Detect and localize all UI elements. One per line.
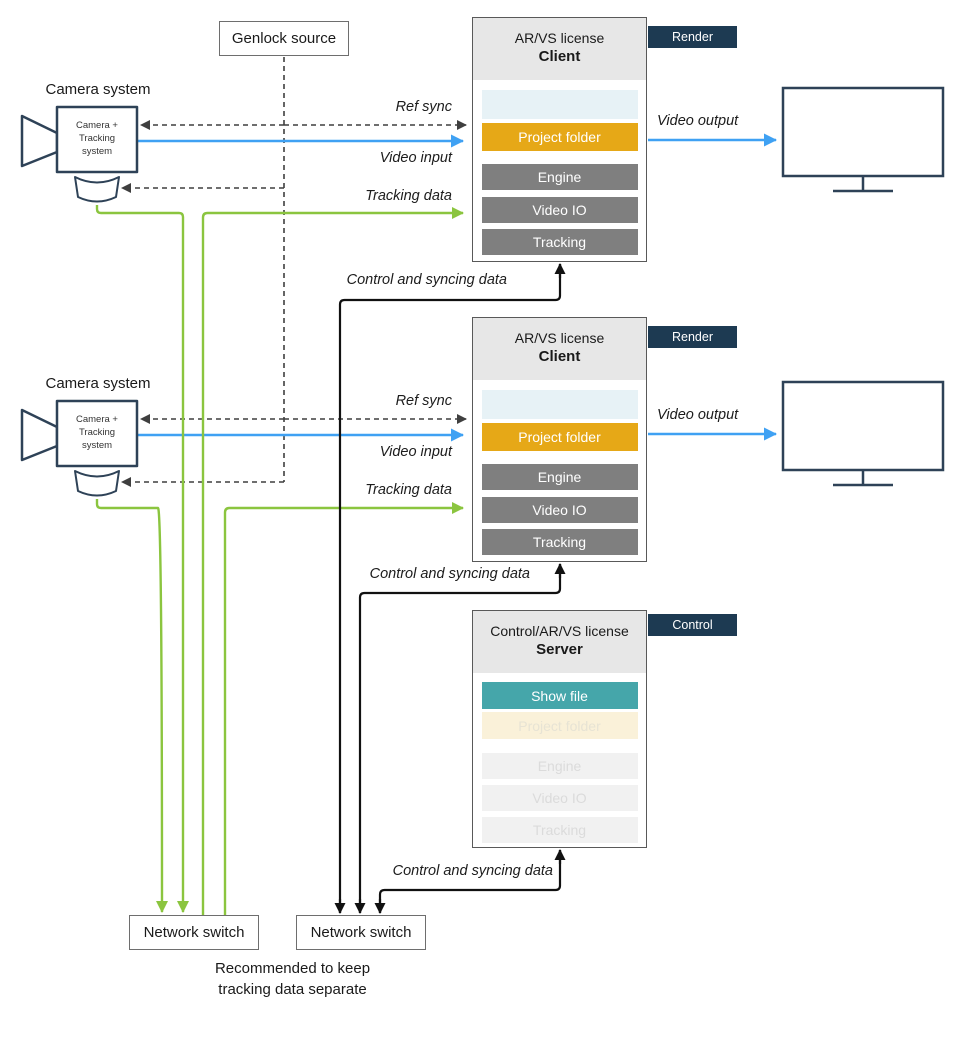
monitor-icon-1 <box>781 86 945 193</box>
tracking-data-label-1: Tracking data <box>365 188 452 204</box>
genlock-source-box: Genlock source <box>219 21 349 56</box>
module-bar-empty-slot <box>481 90 638 119</box>
monitor-icon-2 <box>781 380 945 487</box>
tracking-sensor-icon-1 <box>74 176 120 203</box>
network-switch-box-2: Network switch <box>296 915 426 950</box>
tracking-line-camera-2-to-switch <box>95 499 168 913</box>
license-type-label: AR/VS license <box>514 30 605 46</box>
video-input-label-2: Video input <box>379 444 452 460</box>
tracking-note-line: Recommended to keep <box>214 960 371 977</box>
machine-role-label: Server <box>536 641 583 658</box>
tracking-line-switch-to-client-2 <box>223 502 464 915</box>
control-sync-label-3: Control and syncing data <box>392 863 553 879</box>
client-2-header: AR/VS license Client <box>473 318 646 380</box>
camera-2-body-line: Tracking <box>78 427 116 438</box>
camera-system-1-title: Camera system <box>45 81 151 98</box>
tracking-line-camera-1-to-switch <box>95 205 189 913</box>
monitor-screen-2 <box>781 380 945 472</box>
camera-1-body-text: Camera + Tracking system <box>57 119 137 158</box>
module-bar-tracking: Tracking <box>481 529 638 555</box>
module-bar-engine: Engine <box>481 164 638 190</box>
control-sync-line-client-2 <box>358 564 562 913</box>
camera-1-body-line: Tracking <box>78 133 116 144</box>
module-bar-video-io: Video IO <box>481 497 638 523</box>
ref-sync-label-2: Ref sync <box>395 393 452 409</box>
network-switch-box-1: Network switch <box>129 915 259 950</box>
control-sync-label-1: Control and syncing data <box>346 272 507 288</box>
tracking-data-label-2: Tracking data <box>365 482 452 498</box>
tracking-note: Recommended to keep tracking data separa… <box>170 958 415 1000</box>
network-switch-label: Network switch <box>310 924 412 941</box>
client-1-box: AR/VS license Client Project folder Engi… <box>472 17 647 262</box>
render-tag-1: Render <box>648 26 737 48</box>
camera-icon-1 <box>20 105 139 203</box>
network-switch-label: Network switch <box>143 924 245 941</box>
module-bar-engine: Engine <box>481 464 638 490</box>
video-input-label-1: Video input <box>379 150 452 166</box>
client-2-box: AR/VS license Client Project folder Engi… <box>472 317 647 562</box>
machine-role-label: Client <box>538 348 581 365</box>
camera-lens-2 <box>20 408 59 462</box>
module-bar-video-io-inactive: Video IO <box>481 785 638 811</box>
module-bar-engine-inactive: Engine <box>481 753 638 779</box>
tracking-line-switch-to-client-1 <box>201 207 464 915</box>
tracking-note-line: tracking data separate <box>218 981 367 998</box>
video-output-label-1: Video output <box>657 113 739 129</box>
camera-body-2 <box>55 399 139 468</box>
camera-2-body-line: system <box>81 440 113 451</box>
module-bar-show-file: Show file <box>481 682 638 709</box>
render-tag-2: Render <box>648 326 737 348</box>
camera-1-body-line: system <box>81 146 113 157</box>
license-type-label: AR/VS license <box>514 330 605 346</box>
control-sync-label-2: Control and syncing data <box>369 566 530 582</box>
video-output-label-2: Video output <box>657 407 739 423</box>
ref-sync-label-1: Ref sync <box>395 99 452 115</box>
camera-body-1 <box>55 105 139 174</box>
server-header: Control/AR/VS license Server <box>473 611 646 673</box>
camera-lens-1 <box>20 114 59 168</box>
module-bar-tracking: Tracking <box>481 229 638 255</box>
camera-1-body-line: Camera + <box>76 120 118 131</box>
server-box: Control/AR/VS license Server Show file P… <box>472 610 647 848</box>
genlock-source-label: Genlock source <box>231 30 337 47</box>
control-tag: Control <box>648 614 737 636</box>
module-bar-project-folder-inactive: Project folder <box>481 712 638 739</box>
client-1-header: AR/VS license Client <box>473 18 646 80</box>
module-bar-project-folder: Project folder <box>481 123 638 151</box>
module-bar-video-io: Video IO <box>481 197 638 223</box>
camera-2-body-text: Camera + Tracking system <box>57 413 137 452</box>
camera-system-2-title: Camera system <box>45 375 151 392</box>
control-sync-line-client-1 <box>338 264 562 913</box>
monitor-screen-1 <box>781 86 945 178</box>
control-sync-line-server <box>378 850 562 913</box>
machine-role-label: Client <box>538 48 581 65</box>
camera-2-body-line: Camera + <box>76 414 118 425</box>
license-type-label: Control/AR/VS license <box>490 623 629 639</box>
tracking-sensor-icon-2 <box>74 470 120 497</box>
module-bar-empty-slot <box>481 390 638 419</box>
module-bar-tracking-inactive: Tracking <box>481 817 638 843</box>
camera-icon-2 <box>20 399 139 497</box>
module-bar-project-folder: Project folder <box>481 423 638 451</box>
